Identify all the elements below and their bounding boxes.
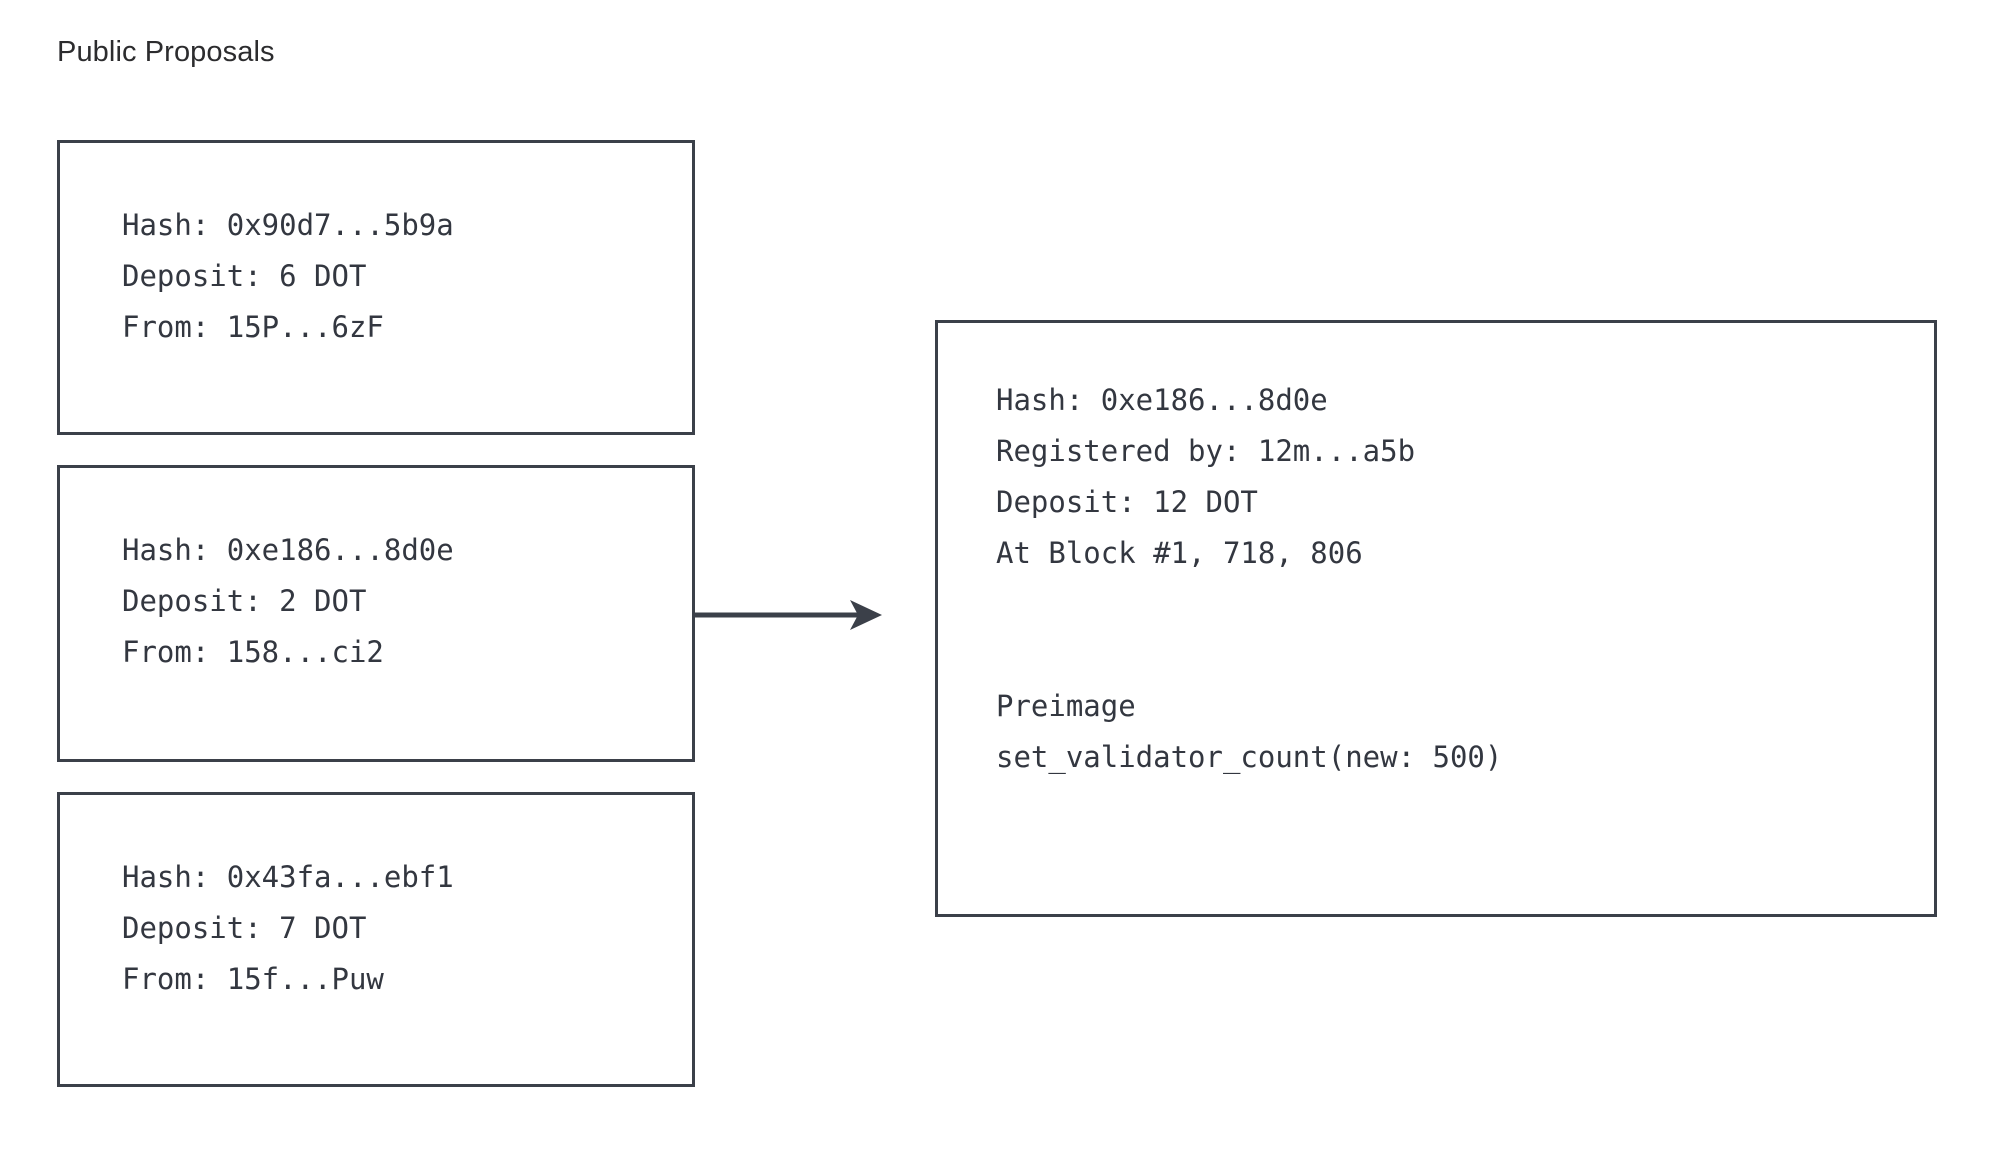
preimage-call-line: set_validator_count(new: 500) [996,740,1503,774]
preimage-label: Preimage [996,689,1136,723]
proposal-card[interactable]: Hash: 0x43fa...ebf1 Deposit: 7 DOT From:… [57,792,695,1087]
proposal-card[interactable]: Hash: 0x90d7...5b9a Deposit: 6 DOT From:… [57,140,695,435]
proposal-deposit-line: Deposit: 6 DOT [122,259,367,293]
proposal-from-line: From: 158...ci2 [122,635,384,669]
proposal-card[interactable]: Hash: 0xe186...8d0e Deposit: 2 DOT From:… [57,465,695,762]
proposal-hash-line: Hash: 0x90d7...5b9a [122,208,454,242]
preimage-hash-line: Hash: 0xe186...8d0e [996,383,1328,417]
preimage-detail-panel[interactable]: Hash: 0xe186...8d0e Registered by: 12m..… [935,320,1937,917]
arrow-right-icon [693,600,882,630]
page-title: Public Proposals [57,36,275,68]
proposal-card-body: Hash: 0xe186...8d0e Deposit: 2 DOT From:… [122,525,454,678]
spacer-line [996,579,1502,630]
proposal-deposit-line: Deposit: 2 DOT [122,584,367,618]
proposal-card-body: Hash: 0x43fa...ebf1 Deposit: 7 DOT From:… [122,852,454,1005]
preimage-deposit-line: Deposit: 12 DOT [996,485,1258,519]
proposal-from-line: From: 15P...6zF [122,310,384,344]
proposal-from-line: From: 15f...Puw [122,962,384,996]
proposal-hash-line: Hash: 0xe186...8d0e [122,533,454,567]
proposal-deposit-line: Deposit: 7 DOT [122,911,367,945]
preimage-at-block-line: At Block #1, 718, 806 [996,536,1363,570]
preimage-panel-body: Hash: 0xe186...8d0e Registered by: 12m..… [996,375,1502,783]
preimage-registered-by-line: Registered by: 12m...a5b [996,434,1416,468]
proposal-hash-line: Hash: 0x43fa...ebf1 [122,860,454,894]
proposal-card-body: Hash: 0x90d7...5b9a Deposit: 6 DOT From:… [122,200,454,353]
